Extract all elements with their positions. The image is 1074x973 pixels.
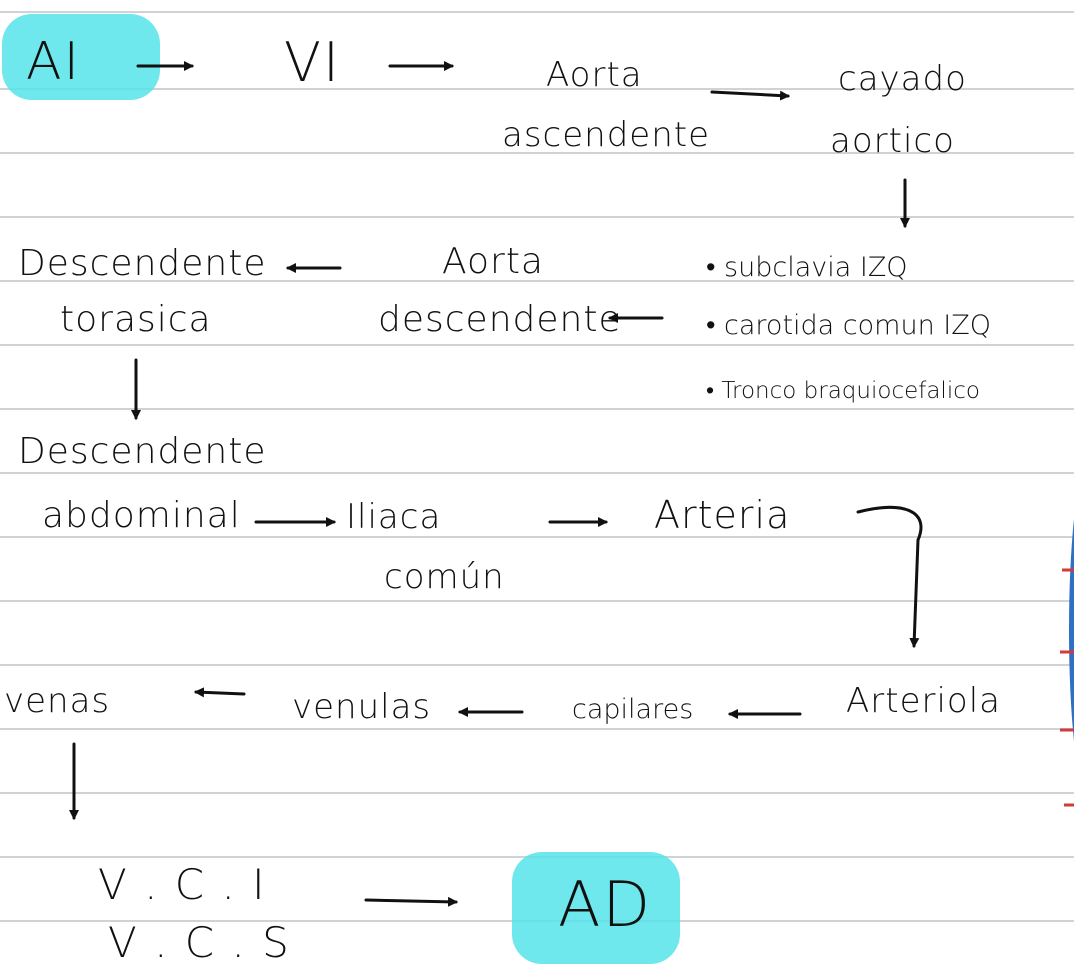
node-ad: AD xyxy=(558,868,653,941)
node-ai: AI xyxy=(26,32,81,92)
node-vi: VI xyxy=(284,31,341,94)
node-venas: venas xyxy=(4,681,111,721)
node-arteria: Arteria xyxy=(654,493,791,537)
node-vcs: V . C . S xyxy=(108,918,291,967)
branch-subclavia: • subclavia IZQ xyxy=(706,252,908,283)
node-descendente-abdominal-line1: Descendente xyxy=(18,431,267,472)
branch-tronco: • Tronco braquiocefalico xyxy=(706,378,980,404)
node-aorta-ascendente-line1: Aorta xyxy=(546,55,643,95)
highlight-ai xyxy=(2,14,160,100)
node-descendente-torasica-line1: Descendente xyxy=(18,243,267,284)
arrow-arteria-arteriola xyxy=(856,505,923,648)
branch-carotida: • carotida comun IZQ xyxy=(706,310,991,341)
node-cayado-line1: cayado xyxy=(838,59,967,99)
binder-ring xyxy=(1060,519,1074,807)
node-iliaca-line1: Iliaca xyxy=(346,497,442,537)
node-descendente-torasica-line2: torasica xyxy=(60,299,212,340)
node-iliaca-line2: común xyxy=(384,557,505,597)
node-vci: V . C . I xyxy=(98,860,267,909)
node-aorta-descendente-line1: Aorta xyxy=(442,241,544,282)
node-aorta-ascendente-line2: ascendente xyxy=(502,115,711,155)
node-descendente-abdominal-line2: abdominal xyxy=(42,495,241,536)
node-venulas: venulas xyxy=(292,687,432,727)
node-aorta-descendente-line2: descendente xyxy=(378,299,622,340)
arrow-venulas-venas xyxy=(194,687,246,698)
node-cayado-line2: aortico xyxy=(830,121,955,161)
highlight-ad xyxy=(512,852,680,964)
arrow-aorta-asc-cayado xyxy=(710,90,790,101)
node-arteriola: Arteriola xyxy=(846,681,1001,721)
node-capilares: capilares xyxy=(572,694,694,725)
arrow-vc-ad xyxy=(364,896,458,907)
